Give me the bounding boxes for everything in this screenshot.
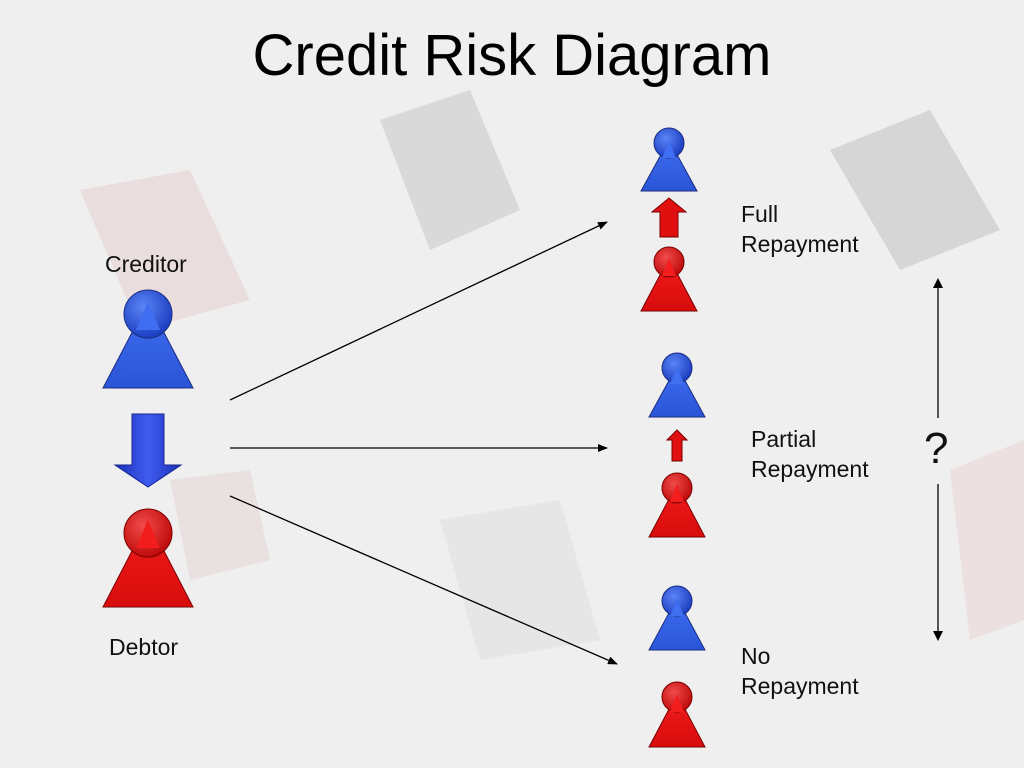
debtor-label: Debtor (109, 634, 179, 660)
outcome-partial-repayment-label: Partial Repayment (751, 424, 869, 484)
full-repayment-creditor-pawn-icon (640, 127, 698, 192)
uncertainty-question-mark: ? (924, 424, 949, 473)
arrow-to-no-repayment (229, 495, 618, 665)
outcome-label-line1: No (741, 643, 771, 669)
no-repayment-creditor-pawn-icon (648, 585, 706, 651)
partial-repayment-creditor-pawn-icon (648, 352, 706, 418)
full-repayment-up-arrow-icon (650, 197, 688, 238)
arrow-to-full-repayment (229, 221, 608, 401)
creditor-pawn-icon (102, 289, 194, 389)
creditor-label: Creditor (105, 251, 187, 277)
debtor-pawn-icon (102, 508, 194, 608)
page-title: Credit Risk Diagram (252, 23, 772, 88)
partial-repayment-up-arrow-icon (665, 429, 689, 462)
transfer-down-arrow-icon (113, 413, 183, 488)
outcome-label-line1: Partial (751, 426, 817, 452)
outcome-label-line2: Repayment (751, 456, 869, 482)
partial-repayment-debtor-pawn-icon (648, 472, 706, 538)
outcome-full-repayment-label: Full Repayment (741, 199, 859, 259)
full-repayment-debtor-pawn-icon (640, 246, 698, 312)
outcome-label-line2: Repayment (741, 231, 859, 257)
outcome-label-line1: Full (741, 201, 779, 227)
no-repayment-debtor-pawn-icon (648, 681, 706, 748)
outcome-no-repayment-label: No Repayment (741, 641, 859, 701)
outcome-label-line2: Repayment (741, 673, 859, 699)
uncertainty-range-arrow (933, 278, 943, 641)
